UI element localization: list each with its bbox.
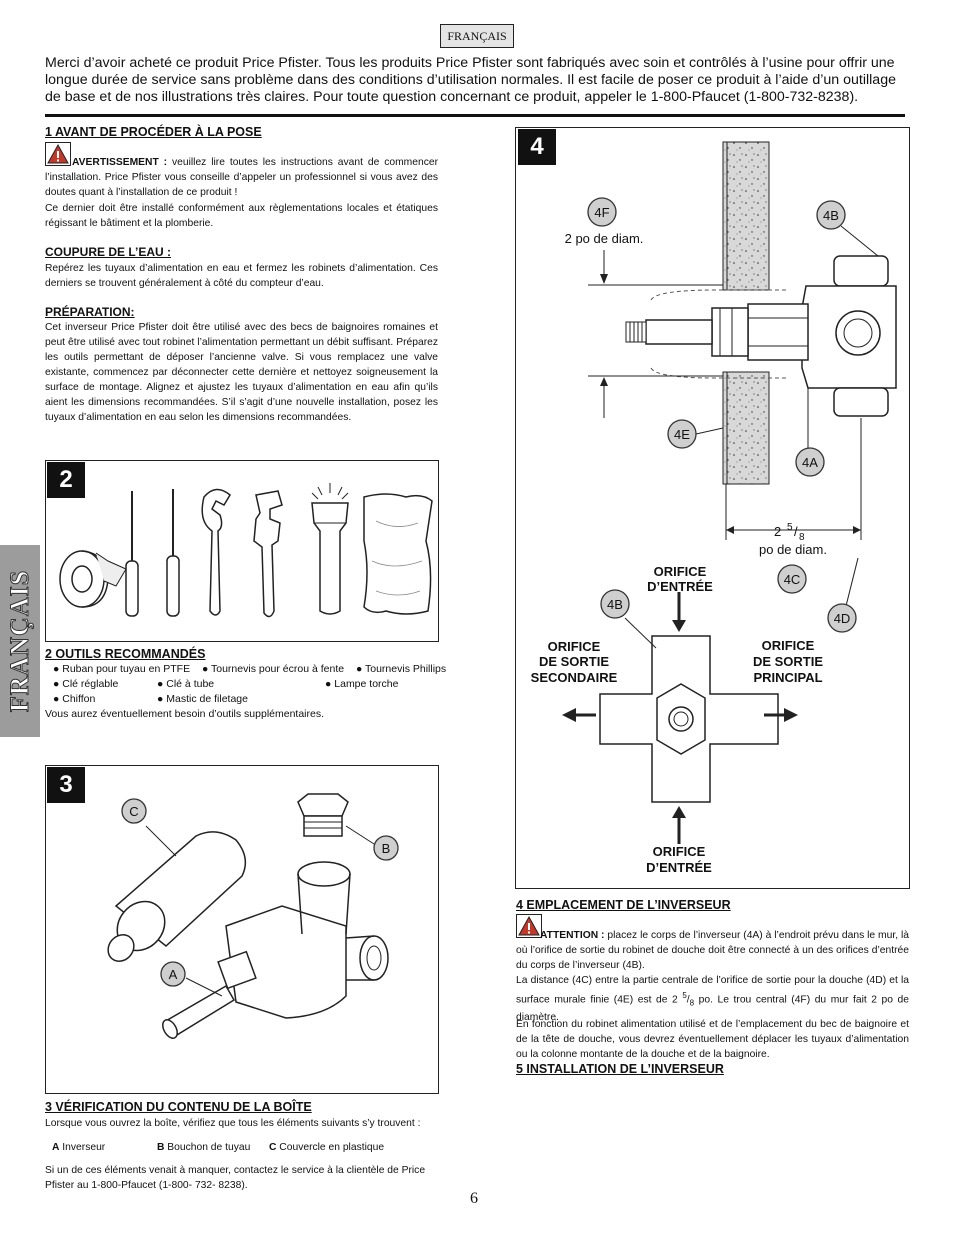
svg-text:4E: 4E [674, 427, 690, 442]
tools-note: Vous aurez éventuellement besoin d’outil… [45, 708, 325, 720]
tool-phillips: ● Tournevis Phillips [355, 663, 447, 675]
ptfe-tape-icon [59, 550, 127, 608]
tool-flashlight: ● Lampe torche [325, 678, 399, 690]
intro-paragraph: Merci d’avoir acheté ce produit Price Pf… [45, 55, 896, 105]
warning-icon [45, 142, 71, 166]
water-shutoff-heading: COUPURE DE L’EAU : [45, 245, 172, 259]
svg-text:D’ENTRÉE: D’ENTRÉE [646, 860, 712, 875]
section4-distance: La distance (4C) entre la partie central… [516, 975, 909, 1024]
pipe-plug-icon [297, 793, 375, 845]
flat-screwdriver-icon [125, 491, 139, 617]
svg-text:8: 8 [799, 532, 805, 543]
rag-icon [363, 493, 433, 615]
svg-text:2: 2 [774, 524, 781, 539]
section4-heading: 4 EMPLACEMENT DE L’INVERSEUR [516, 898, 731, 912]
box-contents-figure: 3 C [45, 765, 439, 1094]
valve-body-front-icon [599, 635, 779, 803]
svg-text:/: / [794, 524, 798, 539]
callout-4c [777, 564, 807, 594]
svg-text:4F: 4F [594, 205, 609, 220]
plastic-cover-icon [107, 825, 247, 962]
valve-body-side-icon [625, 255, 897, 417]
warning-text: veuillez lire toutes les instructions av… [45, 157, 438, 198]
svg-text:DE SORTIE: DE SORTIE [539, 654, 609, 669]
tools-illustration [59, 483, 433, 618]
svg-text:2 po de diam.: 2 po de diam. [565, 231, 644, 246]
section4-note: En fonction du robinet alimentation util… [516, 1019, 909, 1060]
tool-list-row1: ● Ruban pour tuyau en PTFE ● Tournevis p… [53, 663, 446, 675]
callout-b [373, 835, 399, 861]
svg-text:ORIFICE: ORIFICE [762, 638, 815, 653]
svg-text:ORIFICE: ORIFICE [653, 844, 706, 859]
svg-text:po de diam.: po de diam. [759, 542, 827, 557]
tools-figure: 2 [45, 460, 439, 642]
phillips-screwdriver-icon [166, 489, 180, 617]
attention-label: ATTENTION : [540, 930, 605, 941]
svg-text:4C: 4C [784, 572, 801, 587]
header-divider [45, 114, 905, 117]
svg-text:A: A [169, 967, 178, 982]
svg-text:B: B [382, 841, 391, 856]
flashlight-icon [311, 483, 349, 615]
callout-4b-top [816, 200, 846, 230]
diverter-valve-icon [162, 861, 389, 1040]
box-contents-illustration: C B A [107, 793, 399, 1040]
callout-4b-bottom [600, 589, 630, 619]
contents-item-a: A Inverseur [52, 1142, 106, 1153]
tool-ptfe: ● Ruban pour tuyau en PTFE [53, 663, 191, 675]
svg-text:4D: 4D [834, 611, 851, 626]
diverter-location-diagram: 4F 2 po de diam. 4B 4E 4A 2 5 / 8 po de … [531, 141, 897, 875]
step-4-badge: 4 [518, 129, 556, 165]
svg-text:PRINCIPAL: PRINCIPAL [753, 670, 822, 685]
svg-text:SECONDAIRE: SECONDAIRE [531, 670, 618, 685]
section1-warning-2: Ce dernier doit être installé conforméme… [45, 203, 438, 229]
section3-intro: Lorsque vous ouvrez la boîte, vérifiez q… [45, 1118, 421, 1129]
svg-text:DE SORTIE: DE SORTIE [753, 654, 823, 669]
adjustable-wrench-icon [201, 488, 231, 616]
callout-4f [587, 197, 617, 227]
section3-contact: Si un de ces éléments venait à manquer, … [45, 1165, 426, 1191]
tool-adjustable-wrench: ● Clé réglable [53, 678, 119, 690]
water-shutoff-text: Repérez les tuyaux d’alimentation en eau… [45, 263, 438, 289]
callout-a [160, 961, 186, 987]
svg-text:ORIFICE: ORIFICE [548, 639, 601, 654]
side-language-tab [0, 545, 40, 737]
tool-pipe-wrench: ● Clé à tube [157, 678, 215, 690]
tool-rag: ● Chiffon [53, 693, 96, 705]
section2-heading: 2 OUTILS RECOMMANDÉS [45, 647, 206, 661]
page-number: 6 [470, 1190, 478, 1207]
contents-item-b: B Bouchon de tuyau [157, 1142, 251, 1153]
side-tab-label: FRANÇAIS [5, 569, 35, 713]
attention-icon [516, 914, 542, 938]
step-2-badge: 2 [47, 462, 85, 498]
language-tag: FRANÇAIS [440, 24, 514, 48]
svg-text:D’ENTRÉE: D’ENTRÉE [647, 579, 713, 594]
pipe-wrench-icon [253, 490, 283, 618]
diverter-location-figure: 4 [515, 127, 910, 889]
preparation-text: Cet inverseur Price Pfister doit être ut… [45, 322, 438, 423]
step-3-badge: 3 [47, 767, 85, 803]
callout-4e [667, 419, 697, 449]
svg-text:ORIFICE: ORIFICE [654, 564, 707, 579]
contents-item-c: C Couvercle en plastique [269, 1142, 385, 1153]
section4-attention: ATTENTION : placez le corps de l’inverse… [516, 930, 909, 971]
section1-warning: AVERTISSEMENT : veuillez lire toutes les… [45, 155, 438, 200]
svg-text:5: 5 [787, 522, 793, 533]
tool-thread-sealant: ● Mastic de filetage [157, 693, 248, 705]
section1-heading: 1 AVANT DE PROCÉDER À LA POSE [45, 125, 262, 139]
wall-section [722, 141, 770, 485]
tool-slot-screwdriver: ● Tournevis pour écrou à fente [201, 663, 345, 675]
warning-label: AVERTISSEMENT : [72, 157, 168, 168]
svg-text:4B: 4B [823, 208, 839, 223]
callout-4d [827, 603, 857, 633]
callout-4a [795, 447, 825, 477]
preparation-heading: PRÉPARATION: [45, 305, 135, 319]
svg-text:4A: 4A [802, 455, 818, 470]
section5-heading: 5 INSTALLATION DE L’INVERSEUR [516, 1062, 724, 1076]
svg-text:4B: 4B [607, 597, 623, 612]
svg-text:C: C [129, 804, 138, 819]
callout-c [121, 798, 147, 824]
section3-heading: 3 VÉRIFICATION DU CONTENU DE LA BOÎTE [45, 1100, 312, 1114]
